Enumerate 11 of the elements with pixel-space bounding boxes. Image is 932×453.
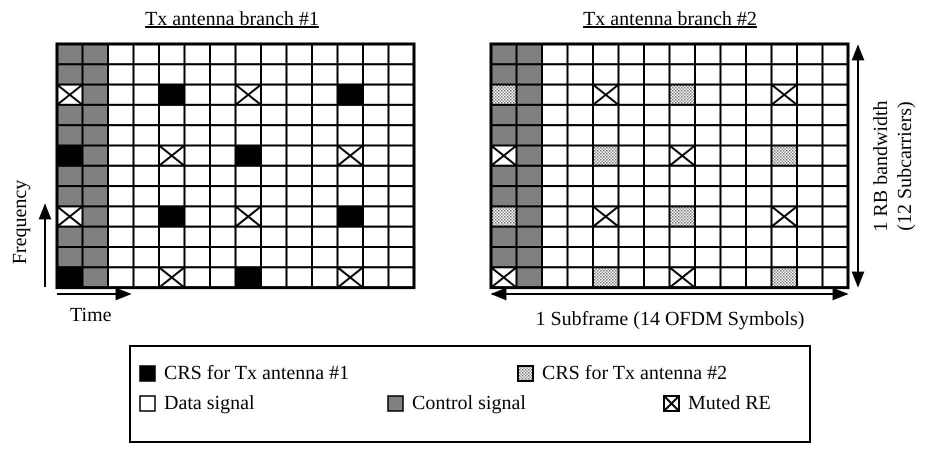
panel-title: Tx antenna branch #1: [145, 8, 319, 30]
legend-label: Control signal: [412, 392, 526, 414]
dimension-label: 1 Subframe (14 OFDM Symbols): [536, 308, 804, 330]
axis-label: Time: [70, 304, 112, 326]
panel-title: Tx antenna branch #2: [583, 8, 757, 30]
legend-label: CRS for Tx antenna #1: [164, 362, 350, 384]
axis-label: Frequency: [9, 180, 31, 264]
dimension-label: 1 RB bandwidth (12 Subcarriers): [869, 99, 917, 234]
legend-label: CRS for Tx antenna #2: [542, 362, 728, 384]
legend-label: Data signal: [164, 392, 255, 414]
legend-label: Muted RE: [688, 392, 771, 414]
